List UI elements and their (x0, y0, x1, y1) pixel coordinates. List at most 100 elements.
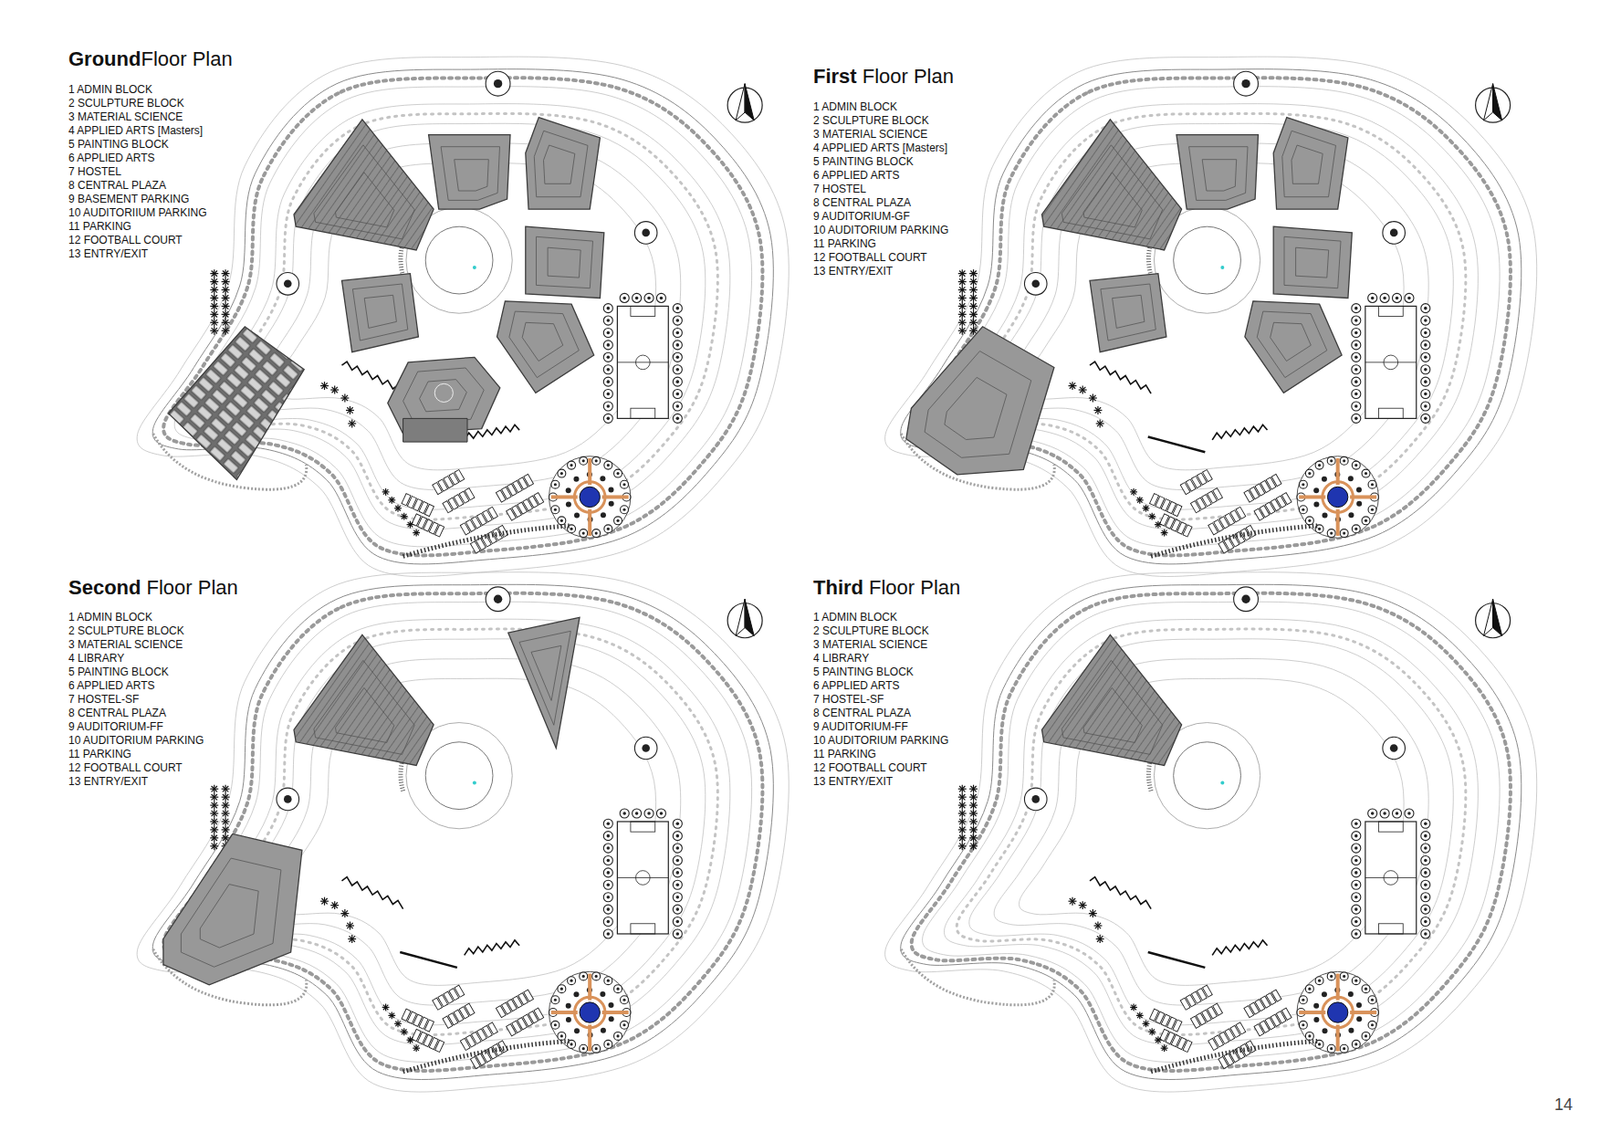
tree-canopy (672, 365, 682, 375)
legend-item: 11 PARKING (68, 748, 132, 762)
shrub (607, 1002, 614, 1008)
tree-symbol (1137, 497, 1143, 503)
parking-row (1190, 488, 1223, 513)
tree-canopy (276, 272, 300, 296)
legend-item: 11 PARKING (68, 220, 132, 234)
tree-trunk (283, 279, 293, 288)
parking-bay (424, 503, 434, 516)
room-outline (1282, 130, 1337, 197)
tree-canopy (1380, 808, 1390, 818)
tree-trunk (1395, 296, 1400, 301)
tree-trunk (1354, 306, 1359, 311)
tree-canopy (592, 529, 601, 538)
court-box (630, 407, 656, 419)
path-ring (1322, 481, 1354, 513)
north-arrow (1493, 83, 1503, 121)
tree-trunk (616, 1034, 619, 1037)
parking-row (506, 492, 544, 522)
parking-bay (1271, 989, 1282, 1002)
shrub (1322, 1027, 1329, 1034)
tree-trunk (1354, 318, 1359, 323)
room-outline (335, 687, 395, 743)
tree-symbol (1069, 898, 1076, 904)
parking-row (401, 493, 434, 517)
contour-line (885, 56, 1538, 576)
tree-canopy (1421, 327, 1431, 337)
tree-canopy (1421, 389, 1431, 399)
tree-symbol (222, 785, 229, 792)
room-outline (1202, 159, 1237, 191)
tree-canopy (551, 480, 560, 489)
tree-symbol (1161, 1045, 1168, 1051)
tree-trunk (554, 1023, 557, 1026)
tree-symbol (211, 810, 218, 816)
building-block (508, 616, 580, 748)
tree-canopy (592, 972, 601, 981)
tree-canopy (603, 917, 613, 927)
tree-trunk (676, 417, 680, 421)
tree-symbol (959, 311, 965, 317)
parking-row (1244, 473, 1282, 502)
contour-line (922, 86, 1501, 547)
tree-trunk (676, 367, 680, 372)
shrub (1321, 476, 1328, 482)
tree-canopy (592, 1044, 601, 1053)
tree-avenue (1150, 1040, 1320, 1072)
tree-canopy (672, 389, 682, 399)
level-marker (472, 780, 477, 785)
legend-item: 4 APPLIED ARTS [Masters] (68, 125, 203, 138)
tree-symbol (970, 785, 976, 792)
tree-canopy (603, 413, 613, 423)
parking-bay (488, 1022, 499, 1035)
tree-symbol (211, 286, 218, 293)
parking-bay (424, 1019, 434, 1032)
tree-belt (163, 593, 763, 1071)
tree-trunk (606, 834, 611, 838)
plan-title: Ground (68, 47, 141, 71)
tree-trunk (1354, 404, 1359, 408)
north-arrow (744, 83, 754, 121)
parking-row (495, 473, 534, 502)
path-ring (574, 996, 606, 1028)
legend-item: 12 FOOTBALL COURT (813, 251, 928, 265)
retaining-edge (900, 949, 1055, 1005)
tree-symbol (389, 497, 396, 503)
level-marker (1220, 780, 1224, 785)
tree-canopy (1305, 516, 1314, 525)
tree-canopy (1421, 818, 1431, 828)
shrub (1348, 512, 1354, 518)
room-outline (519, 630, 571, 725)
tree-trunk (635, 296, 639, 301)
legend-item: 12 FOOTBALL COURT (68, 234, 183, 248)
legend-item: 5 PAINTING BLOCK (68, 666, 169, 680)
tree-trunk (676, 870, 680, 875)
legend-item: 11 PARKING (813, 238, 877, 251)
tree-trunk (1241, 595, 1250, 604)
tree-belt (209, 113, 719, 520)
parking-row (442, 1003, 475, 1028)
tree-trunk (1354, 870, 1359, 875)
tree-trunk (1342, 974, 1346, 978)
tree-trunk (1329, 974, 1333, 978)
floor-plan (885, 572, 1538, 1092)
shrub (600, 1027, 607, 1034)
tree-symbol (1079, 901, 1086, 908)
shrub (600, 512, 607, 518)
court-box (1378, 305, 1403, 316)
tree-canopy (1305, 469, 1314, 478)
tree-trunk (622, 998, 626, 1002)
tree-trunk (582, 459, 586, 462)
court-line (1365, 361, 1417, 363)
room-outline (364, 294, 397, 328)
tree-symbol (211, 785, 218, 792)
tree-canopy (619, 808, 629, 818)
tree-canopy (1421, 892, 1431, 902)
tree-symbol (222, 294, 229, 301)
tree-canopy (1368, 808, 1378, 818)
tree-trunk (622, 1023, 626, 1026)
tree-canopy (1305, 984, 1314, 994)
parking-row (442, 488, 475, 513)
tree-trunk (606, 392, 611, 397)
court-box (630, 821, 656, 832)
tree-canopy (1351, 892, 1361, 902)
